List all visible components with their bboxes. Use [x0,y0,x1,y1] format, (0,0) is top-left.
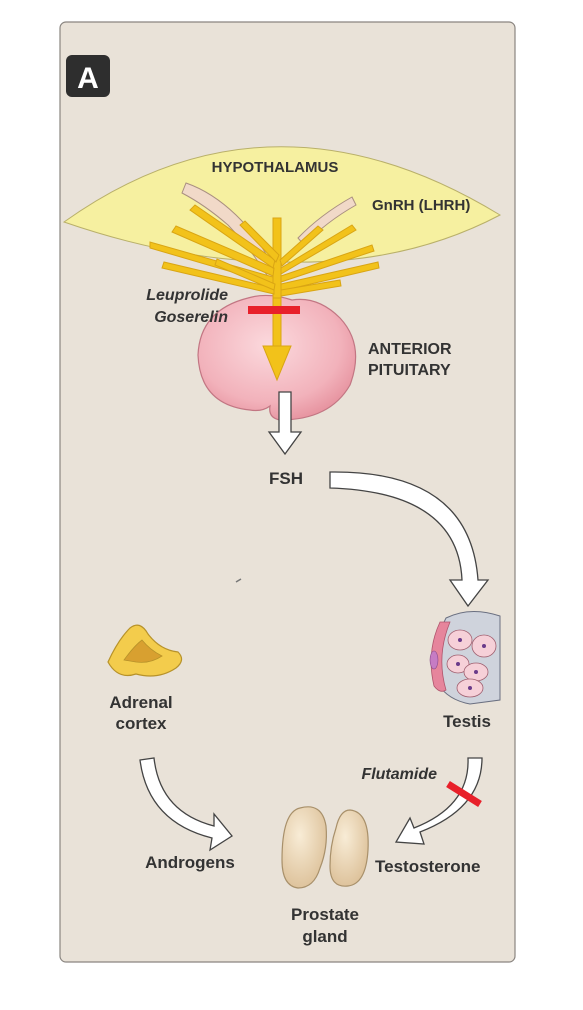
adrenal-cortex-shape [107,624,183,677]
label-prostate-line1: Prostate [291,905,359,924]
arrow-adrenal-to-androgens [139,757,233,852]
label-androgens: Androgens [145,853,235,872]
flutamide-block-bar [446,781,482,807]
label-hypothalamus: HYPOTHALAMUS [212,159,339,176]
label-pituitary: PITUITARY [368,362,451,379]
prostate-gland-shape [281,806,369,889]
panel-label-badge: A [66,55,110,97]
leuprolide-block-bar [248,306,300,314]
label-gnrh: GnRH (LHRH) [372,197,470,214]
label-adrenal-line1: Adrenal [109,693,172,712]
arrow-fsh-to-testis [329,471,490,608]
label-leuprolide: Leuprolide [146,287,228,304]
panel-label: A [77,62,99,95]
stray-mark [235,578,242,583]
gnrh-neurons [149,204,380,382]
arrow-pituitary-to-fsh [267,391,303,456]
label-goserelin: Goserelin [154,309,228,326]
label-anterior: ANTERIOR [368,341,452,358]
label-prostate-line2: gland [302,927,347,946]
panel-background [59,21,516,963]
testis-shape [429,611,501,705]
label-testis: Testis [443,712,491,731]
label-adrenal-line2: cortex [115,714,167,733]
label-fsh: FSH [269,469,303,488]
label-testosterone: Testosterone [375,857,481,876]
label-flutamide: Flutamide [361,766,437,783]
